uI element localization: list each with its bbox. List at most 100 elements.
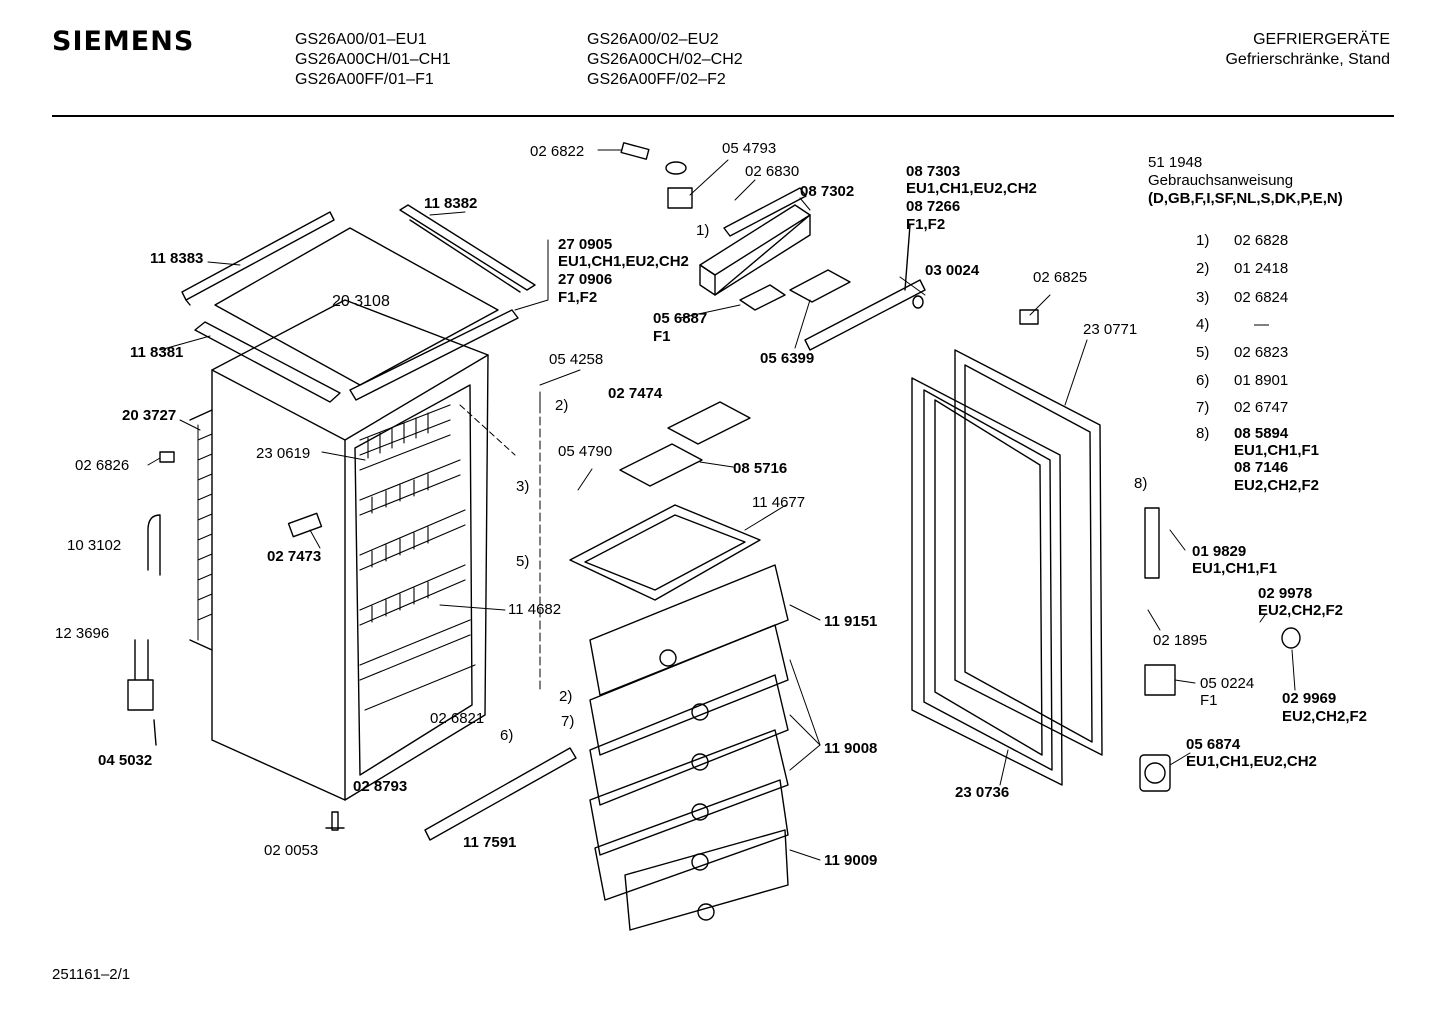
brand-logo: SIEMENS [52,26,195,57]
part-label: 08 7303 [906,163,961,180]
part-label: 27 0905 [558,236,613,253]
temperature-probe [153,719,157,746]
part-label: 01 9829 [1192,543,1247,560]
part-label: 02 7473 [267,548,322,565]
part-label: 02 7474 [608,385,663,402]
part-label: 08 5716 [733,460,788,477]
condenser [197,417,213,651]
shelf-frame [569,504,761,601]
model-list-1: GS26A00/01–EU1 GS26A00CH/01–CH1 GS26A00F… [295,30,451,90]
legend-item: 1)02 6828 [1196,232,1289,249]
variant-label: F1 [1200,692,1218,709]
part-label: 02 6826 [75,457,130,474]
part-label: 08 7302 [800,183,855,200]
ref-label: 2) [559,688,573,705]
handle-insert [287,512,323,538]
part-label: 11 8381 [130,344,184,361]
ref-label: 3) [516,478,530,495]
legend-item: 6)01 8901 [1196,372,1289,389]
legend-variant: EU1,CH1,F1 [1234,442,1320,459]
screw [325,811,345,831]
part-label: 02 0053 [264,842,319,859]
part-label: 02 8793 [353,778,408,795]
thermometer [1139,754,1171,792]
variant-label: F1,F2 [558,289,598,306]
thermo-fuse [127,639,154,711]
ref-label: 6) [500,727,514,744]
lamp-cover [739,284,786,311]
control-panel [804,279,926,351]
ref-label: 1) [696,222,710,239]
part-label: 02 6830 [745,163,800,180]
variant-label: F1,F2 [906,216,946,233]
model-code: GS26A00/01–EU1 [295,31,427,48]
part-label: 05 6399 [760,350,815,367]
cabinet-body [189,299,489,801]
model-code: GS26A00/02–EU2 [587,31,719,48]
cable-clip [1019,309,1039,325]
part-label: 12 3696 [55,625,110,642]
top-rail-left [181,211,335,306]
top-front-rail [194,321,341,403]
ref-label: 7) [561,713,575,730]
evaporator-shelves [359,404,476,711]
part-label: 27 0906 [558,271,613,288]
ref-label: 2) [555,397,569,414]
indicator-lamp [912,295,924,309]
part-label: 03 0024 [925,262,980,279]
part-label: 02 9969 [1282,690,1337,707]
model-code: GS26A00CH/01–CH1 [295,51,451,68]
model-list-2: GS26A00/02–EU2 GS26A00CH/02–CH2 GS26A00F… [587,30,743,90]
ref-label: 8) [1134,475,1148,492]
part-label: 05 4258 [549,351,604,368]
legend-item: 4)— [1196,316,1269,333]
thermometer-dial [1144,762,1166,784]
part-label: 11 9009 [824,852,878,869]
manual-title: Gebrauchsanweisung [1148,172,1294,189]
foot [1281,627,1301,649]
part-label: 11 9151 [824,613,878,630]
part-label: 04 5032 [98,752,153,769]
part-label: 20 3727 [122,407,177,424]
ice-trays [619,401,751,487]
part-label: 02 6821 [430,710,485,727]
part-label: 05 4793 [722,140,777,157]
model-code: GS26A00FF/02–F2 [587,71,726,88]
variant-label: EU2,CH2,F2 [1282,708,1368,725]
part-label: 05 6887 [653,310,708,327]
top-back-trim [349,309,519,401]
model-code: GS26A00FF/01–F1 [295,71,434,88]
legend-item: 08 7146 [1234,459,1289,476]
category-block: GEFRIERGERÄTE Gefrierschränke, Stand [1225,30,1390,70]
part-label: 11 7591 [463,834,517,851]
part-label: 02 1895 [1153,632,1208,649]
part-label: 23 0619 [256,445,311,462]
part-label: 02 6825 [1033,269,1088,286]
leader [904,224,911,291]
part-label: 05 0224 [1200,675,1255,692]
part-label: 11 9008 [824,740,878,757]
variant-label: F1 [653,328,671,345]
drawers [589,564,789,931]
part-label: 02 9978 [1258,585,1313,602]
door [911,349,1103,786]
drain-tube [147,514,161,576]
model-code: GS26A00CH/02–CH2 [587,51,743,68]
variant-label: EU1,CH1,F1 [1192,560,1278,577]
part-label: 11 4677 [752,494,806,511]
part-label: 23 0771 [1083,321,1138,338]
part-label: 05 6874 [1186,736,1241,753]
category-subtitle: Gefrierschränke, Stand [1225,51,1390,68]
part-label: 02 6822 [530,143,585,160]
part-label: 10 3102 [67,537,122,554]
part-label: 23 0736 [955,784,1010,801]
part-label: 05 4790 [558,443,613,460]
thermostat-housing [699,187,811,296]
part-label: 08 7266 [906,198,961,215]
document-id: 251161–2/1 [52,966,131,983]
variant-label: EU1,CH1,EU2,CH2 [906,180,1037,197]
header-rule [52,115,1394,117]
variant-label: EU1,CH1,EU2,CH2 [1186,753,1317,770]
legend-item: 8)08 5894 [1196,425,1289,442]
